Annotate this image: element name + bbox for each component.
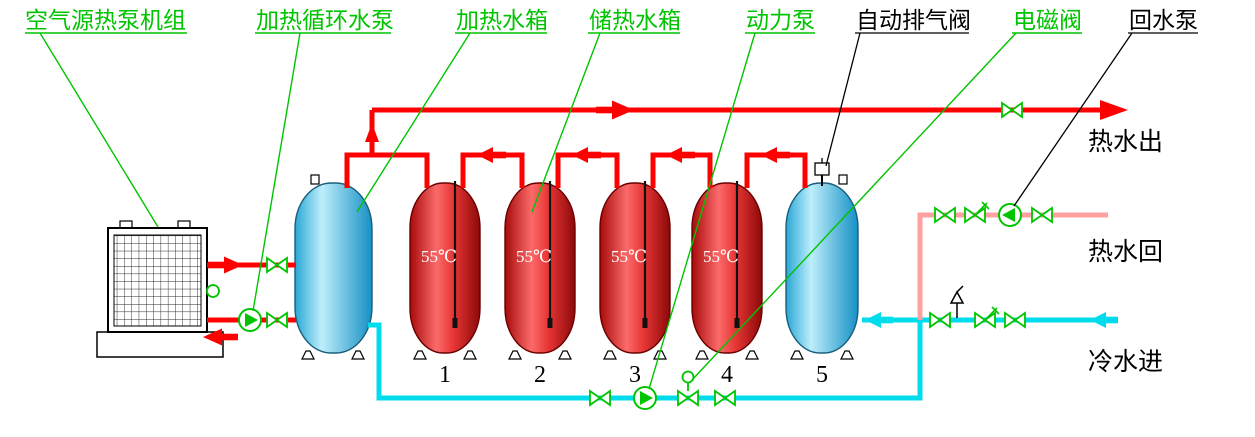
return-pump-icon — [998, 203, 1022, 227]
valve-icon — [589, 390, 611, 406]
label-auto-exhaust-valve: 自动排气阀 — [856, 8, 971, 33]
tank-number-5: 5 — [816, 362, 828, 388]
storage-tank-1 — [409, 179, 481, 360]
auto-exhaust-valve-icon — [814, 158, 830, 186]
valve-icon — [929, 312, 951, 328]
flow-arrow-right-icon — [612, 100, 634, 120]
hot-out-arrow-icon — [1100, 100, 1128, 120]
valve-icon — [1001, 102, 1023, 118]
flow-arrow-left-icon — [572, 147, 588, 163]
heating-tank — [294, 174, 373, 360]
flow-arrow-right-icon — [224, 256, 243, 274]
components — [206, 102, 1053, 410]
solenoid-valve-icon — [677, 370, 699, 406]
flow-arrow-left-icon — [865, 312, 881, 328]
label-hot-water-out: 热水出 — [1088, 128, 1163, 156]
temp-tank-4: 55℃ — [703, 247, 739, 266]
cold-flow-arrows — [865, 312, 1118, 328]
tank-number-2: 2 — [534, 362, 546, 388]
flow-arrow-up-icon — [365, 123, 379, 142]
label-heating-tank: 加热水箱 — [456, 8, 548, 33]
storage-tank-2 — [504, 179, 576, 360]
label-return-pump: 回水泵 — [1129, 8, 1198, 33]
check-valve-icon — [974, 306, 1000, 328]
flow-arrow-left-icon — [477, 147, 493, 163]
label-solenoid-valve: 电磁阀 — [1013, 8, 1082, 33]
tank-number-3: 3 — [629, 362, 641, 388]
hot-flow-arrows — [203, 100, 1128, 346]
flow-direction-labels: 热水出 热水回 冷水进 — [1088, 128, 1163, 376]
temp-tank-1: 55℃ — [421, 247, 457, 266]
tank-number-4: 4 — [721, 362, 733, 388]
power-pump-icon — [633, 386, 657, 410]
callout-leaders — [25, 32, 1198, 390]
flow-arrow-left-icon — [203, 328, 222, 346]
valve-icon — [1004, 312, 1026, 328]
safety-valve-icon — [949, 285, 965, 318]
heat-pump-base — [96, 331, 224, 358]
gauge-icon — [206, 284, 220, 298]
tank-temperatures: 55℃ 55℃ 55℃ 55℃ — [421, 247, 739, 266]
valve-icon — [266, 312, 288, 328]
label-hot-water-return: 热水回 — [1088, 238, 1163, 266]
flow-arrow-left-icon — [761, 147, 777, 163]
valve-icon — [714, 390, 736, 406]
check-valve-icon — [964, 201, 990, 223]
storage-tank-3 — [599, 179, 671, 360]
heating-circulation-pump-icon — [238, 308, 262, 332]
flow-arrow-left-icon — [666, 147, 682, 163]
storage-tank-4 — [691, 179, 763, 360]
hot-water-return-piping — [917, 212, 1108, 320]
label-storage-tank: 储热水箱 — [589, 8, 681, 33]
temp-tank-3: 55℃ — [611, 247, 647, 266]
label-power-pump: 动力泵 — [746, 8, 815, 33]
valve-icon — [266, 257, 288, 273]
cold-in-arrow-icon — [1090, 312, 1106, 328]
label-heat-pump-unit: 空气源热泵机组 — [25, 8, 186, 33]
temp-tank-2: 55℃ — [516, 247, 552, 266]
tank-numbers: 1 2 3 4 5 — [439, 362, 828, 388]
condenser-coil — [113, 234, 202, 327]
valve-icon — [1031, 207, 1053, 223]
callout-labels: 空气源热泵机组 加热循环水泵 加热水箱 储热水箱 动力泵 自动排气阀 电磁阀 回… — [25, 8, 1198, 33]
label-heating-circulation-pump: 加热循环水泵 — [256, 8, 394, 33]
heat-pump-unit — [96, 220, 224, 358]
label-cold-water-in: 冷水进 — [1088, 348, 1163, 376]
valve-icon — [934, 207, 956, 223]
tank-number-1: 1 — [439, 362, 451, 388]
